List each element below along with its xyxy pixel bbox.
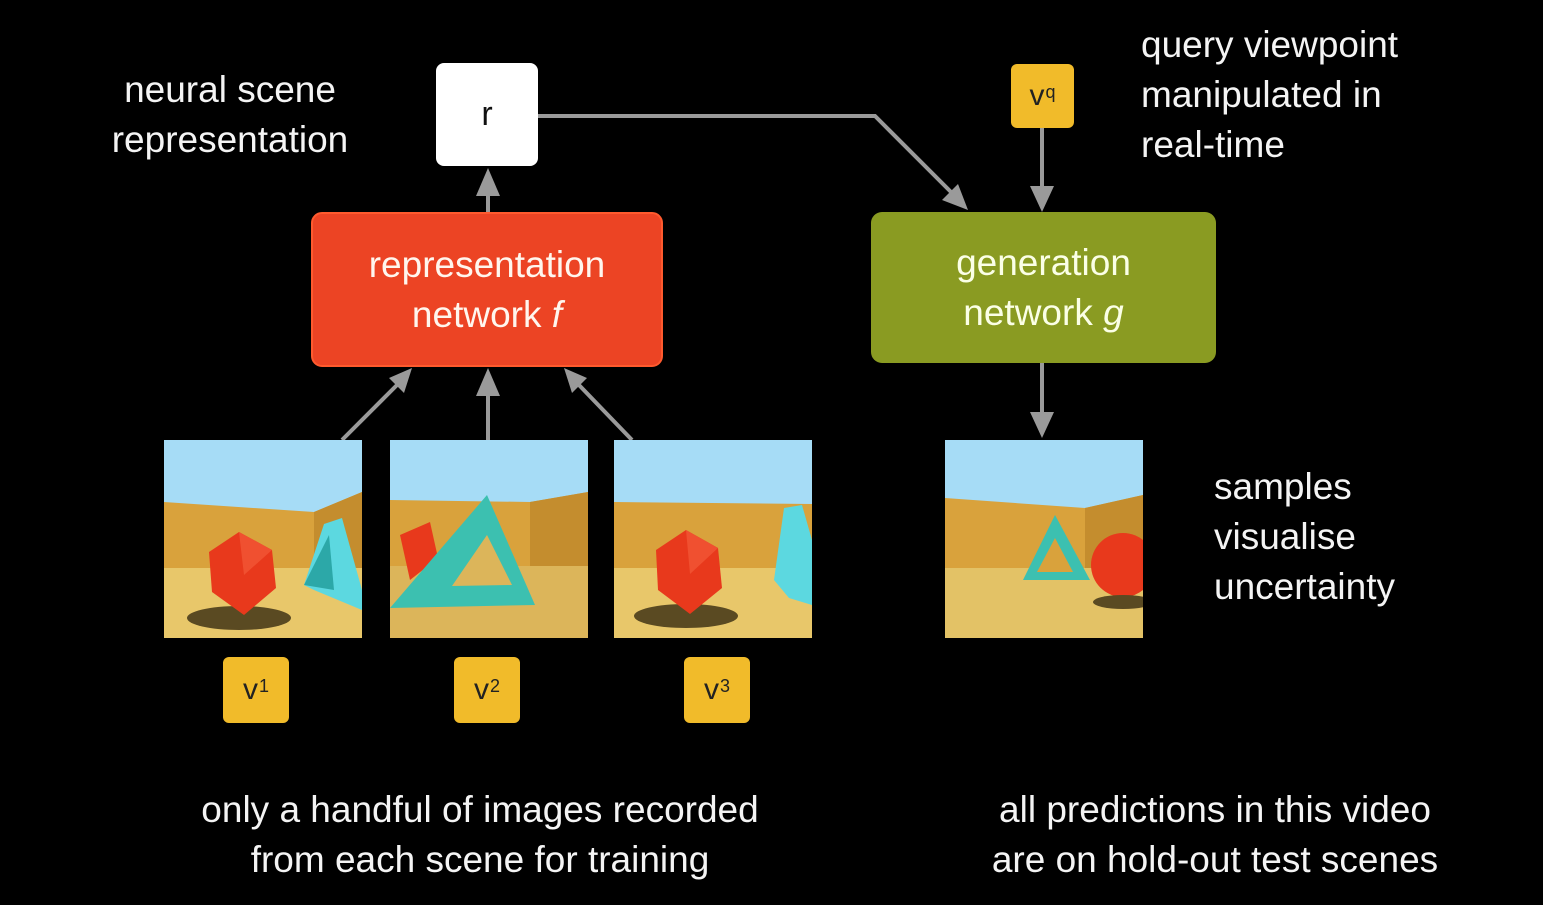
node-label-text: network: [963, 291, 1093, 333]
node-label: representation: [368, 243, 606, 285]
training-caption: only a handful of images recorded from e…: [120, 785, 840, 885]
neural-scene-representation-label: neural scene representation: [80, 65, 380, 165]
label-line: real-time: [1141, 124, 1285, 165]
arrowhead: [942, 184, 968, 210]
viewpoint-base: v: [1029, 79, 1045, 112]
arrowhead: [476, 168, 500, 196]
label-line: representation: [111, 119, 349, 160]
label-line: visualise: [1214, 516, 1356, 557]
caption-line: all predictions in this video: [999, 789, 1431, 830]
generated-sample-image: [945, 440, 1143, 638]
arrow-r-to-gen: [538, 114, 957, 198]
scene-view-2-image: [390, 440, 588, 638]
function-symbol: g: [1103, 291, 1124, 333]
label-line: samples: [1214, 466, 1352, 507]
arrowhead: [389, 368, 412, 393]
viewpoint-sup: 2: [489, 675, 500, 696]
arrow-img3-to-rep: [576, 382, 634, 442]
samples-label: samples visualise uncertainty: [1214, 462, 1514, 612]
test-caption: all predictions in this video are on hol…: [920, 785, 1510, 885]
caption-line: from each scene for training: [250, 839, 710, 880]
node-label: generation: [956, 241, 1131, 283]
scene-view-3-image: [614, 440, 812, 638]
query-viewpoint-label: query viewpoint manipulated in real-time: [1141, 20, 1531, 170]
arrowhead: [476, 368, 500, 396]
viewpoint-base: v: [703, 673, 719, 706]
viewpoint-base: v: [242, 673, 258, 706]
node-label: r: [481, 95, 493, 133]
caption-line: are on hold-out test scenes: [991, 839, 1439, 880]
label-line: neural scene: [124, 69, 336, 110]
label-line: uncertainty: [1214, 566, 1395, 607]
arrowhead: [1030, 186, 1054, 212]
viewpoint-sup: 3: [719, 675, 730, 696]
function-symbol: f: [551, 293, 563, 335]
viewpoint-sup: q: [1045, 81, 1056, 102]
generation-network-node: generation network g: [871, 212, 1216, 363]
label-line: query viewpoint: [1141, 24, 1399, 65]
representation-network-node: representation network f: [311, 212, 663, 367]
node-label: network f: [369, 290, 606, 340]
arrowhead: [1030, 412, 1054, 438]
arrowhead: [564, 368, 587, 393]
node-label-text: network: [411, 293, 542, 335]
arrow-img1-to-rep: [340, 382, 400, 442]
viewpoint-base: v: [473, 673, 489, 706]
label-line: manipulated in: [1141, 74, 1382, 115]
scene-representation-node: r: [436, 63, 538, 166]
node-label: network g: [956, 288, 1131, 338]
scene-view-1-image: [164, 440, 362, 638]
viewpoint-sup: 1: [258, 675, 269, 696]
caption-line: only a handful of images recorded: [201, 789, 759, 830]
